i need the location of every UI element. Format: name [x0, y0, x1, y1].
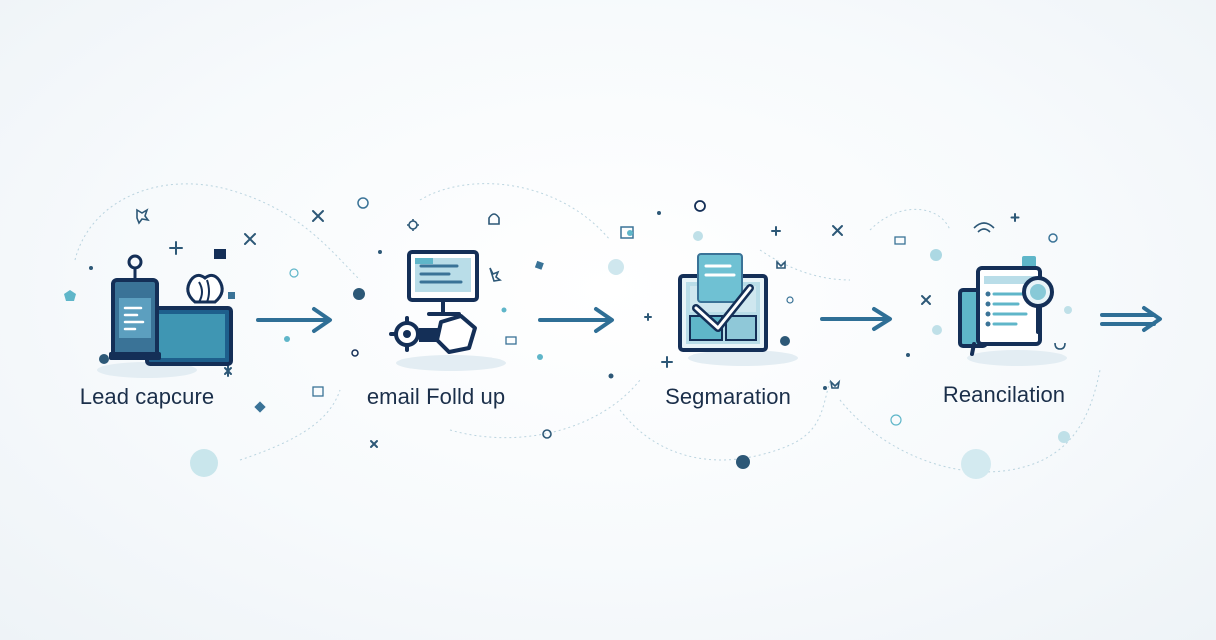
right-arrow-icon — [820, 307, 892, 331]
step-label: Lead capcure — [79, 384, 215, 409]
step-segmentation: Segmaration — [628, 240, 828, 420]
right-arrow-icon — [256, 307, 332, 333]
reconciliation-icon — [958, 266, 1067, 366]
email-follow-up-icon — [389, 250, 506, 371]
step-lead-capture: Lead capcure — [47, 240, 247, 420]
lead-capture-icon — [97, 254, 233, 378]
step-label: email Folld up — [366, 384, 506, 409]
step-label: Reancilation — [942, 382, 1066, 407]
double-right-arrow-icon — [1100, 306, 1162, 332]
step-label: Segmaration — [665, 384, 791, 409]
step-email-follow-up: email Folld up — [336, 240, 536, 420]
segmentation-icon — [678, 253, 798, 366]
right-arrow-icon — [538, 307, 614, 333]
step-reconciliation: Reancilation — [904, 240, 1104, 420]
